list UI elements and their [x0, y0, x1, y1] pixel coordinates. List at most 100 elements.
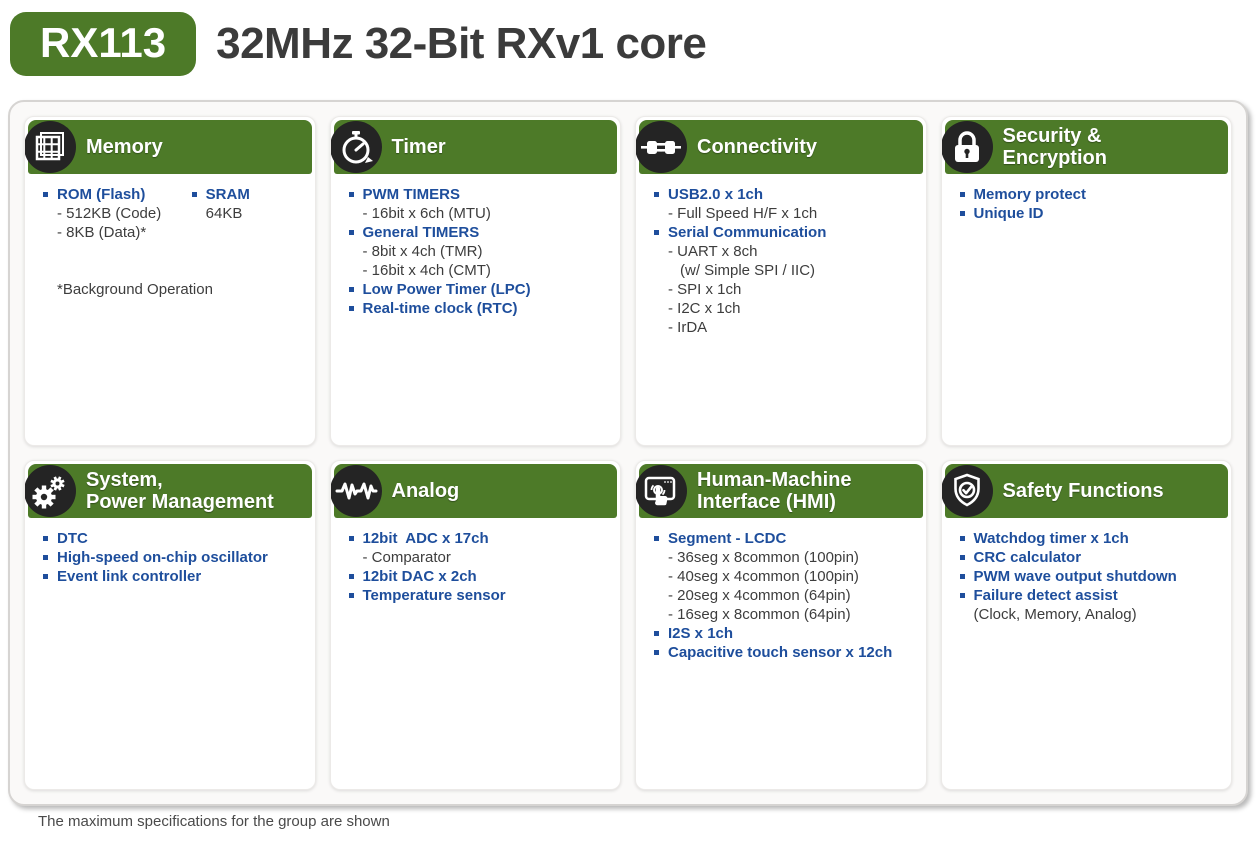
card-title-line: Connectivity: [697, 136, 818, 158]
card-title: Security &Encryption: [1003, 125, 1107, 169]
card-title: Connectivity: [697, 136, 817, 158]
plug-icon: [635, 121, 687, 173]
card-header: Analog: [330, 464, 617, 518]
card-header: Connectivity: [635, 120, 923, 174]
feature-item: - 16bit x 4ch (CMT): [362, 262, 491, 279]
feature-item: - 512KB (Code): [57, 205, 162, 222]
item-column: ROM (Flash)- 512KB (Code) - 8KB (Data)*: [38, 185, 187, 242]
feature-item: Low Power Timer (LPC): [344, 280, 610, 299]
feature-item: Failure detect assist: [955, 586, 1221, 605]
card-title-line: Analog: [391, 480, 460, 502]
feature-item: High-speed on-chip oscillator: [38, 548, 304, 567]
card-title-line: Memory: [86, 136, 163, 158]
feature-item: - 20seg x 4common (64pin): [668, 587, 851, 604]
feature-item: Serial Communication: [649, 223, 915, 242]
card-body: Segment - LCDC- 36seg x 8common (100pin)…: [639, 518, 923, 670]
card-title: System,Power Management: [86, 469, 274, 513]
touch-screen-icon: [635, 465, 687, 517]
card-title-line: Interface (HMI): [697, 491, 836, 513]
feature-item: Event link controller: [38, 567, 304, 586]
card-header: Safety Functions: [941, 464, 1228, 518]
feature-item: Memory protect: [955, 185, 1221, 204]
feature-item: ROM (Flash): [38, 185, 187, 204]
feature-item: - 16seg x 8common (64pin): [668, 606, 851, 623]
feature-item: (w/ Simple SPI / IIC): [680, 262, 816, 279]
card-title: Timer: [392, 136, 446, 158]
feature-item: USB2.0 x 1ch: [649, 185, 915, 204]
feature-item: (Clock, Memory, Analog): [973, 606, 1137, 623]
card-connectivity: Connectivity USB2.0 x 1ch- Full Speed H/…: [635, 116, 927, 446]
feature-item: PWM wave output shutdown: [955, 567, 1221, 586]
feature-item: - 36seg x 8common (100pin): [668, 549, 859, 566]
feature-item: 64KB: [205, 205, 243, 222]
card-timer: Timer PWM TIMERS- 16bit x 6ch (MTU)Gener…: [329, 116, 621, 446]
feature-item: 12bit ADC x 17ch: [344, 529, 610, 548]
feature-item: - IrDA: [668, 319, 708, 336]
product-badge: RX113: [10, 12, 197, 77]
feature-item: DTC: [38, 529, 304, 548]
stopwatch-icon: [330, 121, 382, 173]
card-title-line: Safety Functions: [1002, 480, 1164, 502]
gears-icon: [24, 465, 76, 517]
feature-item: Real-time clock (RTC): [344, 299, 610, 318]
card-header: Memory: [24, 120, 312, 174]
card-title-line: Human-Machine: [697, 469, 852, 491]
waveform-icon: [330, 465, 382, 517]
page-header: RX113 32MHz 32-Bit RXv1 core: [10, 12, 707, 77]
feature-item: Segment - LCDC: [649, 529, 915, 548]
memory-grid-icon: [24, 121, 76, 173]
feature-item: Temperature sensor: [344, 586, 610, 605]
spacer: [38, 242, 304, 280]
feature-item: - 8KB (Data)*: [57, 224, 147, 241]
feature-item: - 16bit x 6ch (MTU): [362, 205, 491, 222]
footer-note: The maximum specifications for the group…: [38, 813, 390, 830]
feature-item: Watchdog timer x 1ch: [955, 529, 1221, 548]
two-column-items: ROM (Flash)- 512KB (Code) - 8KB (Data)* SR…: [38, 185, 304, 242]
card-title: Memory: [86, 136, 163, 158]
card-title-line: Encryption: [1002, 147, 1107, 169]
feature-item: - I2C x 1ch: [668, 300, 741, 317]
card-body: PWM TIMERS- 16bit x 6ch (MTU)General TIM…: [334, 174, 618, 326]
page-title: 32MHz 32-Bit RXv1 core: [216, 19, 707, 69]
feature-item: CRC calculator: [955, 548, 1221, 567]
shield-check-icon: [941, 465, 993, 517]
feature-item: *Background Operation: [57, 281, 213, 298]
lock-icon: [941, 121, 993, 173]
feature-item: PWM TIMERS: [344, 185, 610, 204]
card-title-line: Power Management: [86, 491, 274, 513]
card-title-line: System,: [86, 469, 163, 491]
feature-item: - Comparator: [362, 549, 451, 566]
card-body: ROM (Flash)- 512KB (Code) - 8KB (Data)* SR…: [28, 174, 312, 307]
feature-item: Unique ID: [955, 204, 1221, 223]
feature-item: I2S x 1ch: [649, 624, 915, 643]
feature-item: - 8bit x 4ch (TMR): [362, 243, 483, 260]
feature-card-grid: Memory ROM (Flash)- 512KB (Code) - 8KB (D…: [24, 116, 1232, 790]
feature-item: Capacitive touch sensor x 12ch: [649, 643, 915, 662]
card-title: Safety Functions: [1003, 480, 1164, 502]
spec-panel: Memory ROM (Flash)- 512KB (Code) - 8KB (D…: [8, 100, 1248, 806]
card-title: Analog: [392, 480, 460, 502]
card-memory: Memory ROM (Flash)- 512KB (Code) - 8KB (D…: [24, 116, 316, 446]
card-header: Security &Encryption: [941, 120, 1228, 174]
card-header: System,Power Management: [24, 464, 312, 518]
feature-item: - Full Speed H/F x 1ch: [668, 205, 818, 222]
feature-item: General TIMERS: [344, 223, 610, 242]
feature-item: SRAM: [187, 185, 304, 204]
feature-item: - SPI x 1ch: [668, 281, 742, 298]
feature-item: - UART x 8ch: [668, 243, 758, 260]
card-title-line: Security &: [1002, 125, 1102, 147]
feature-item: 12bit DAC x 2ch: [344, 567, 610, 586]
